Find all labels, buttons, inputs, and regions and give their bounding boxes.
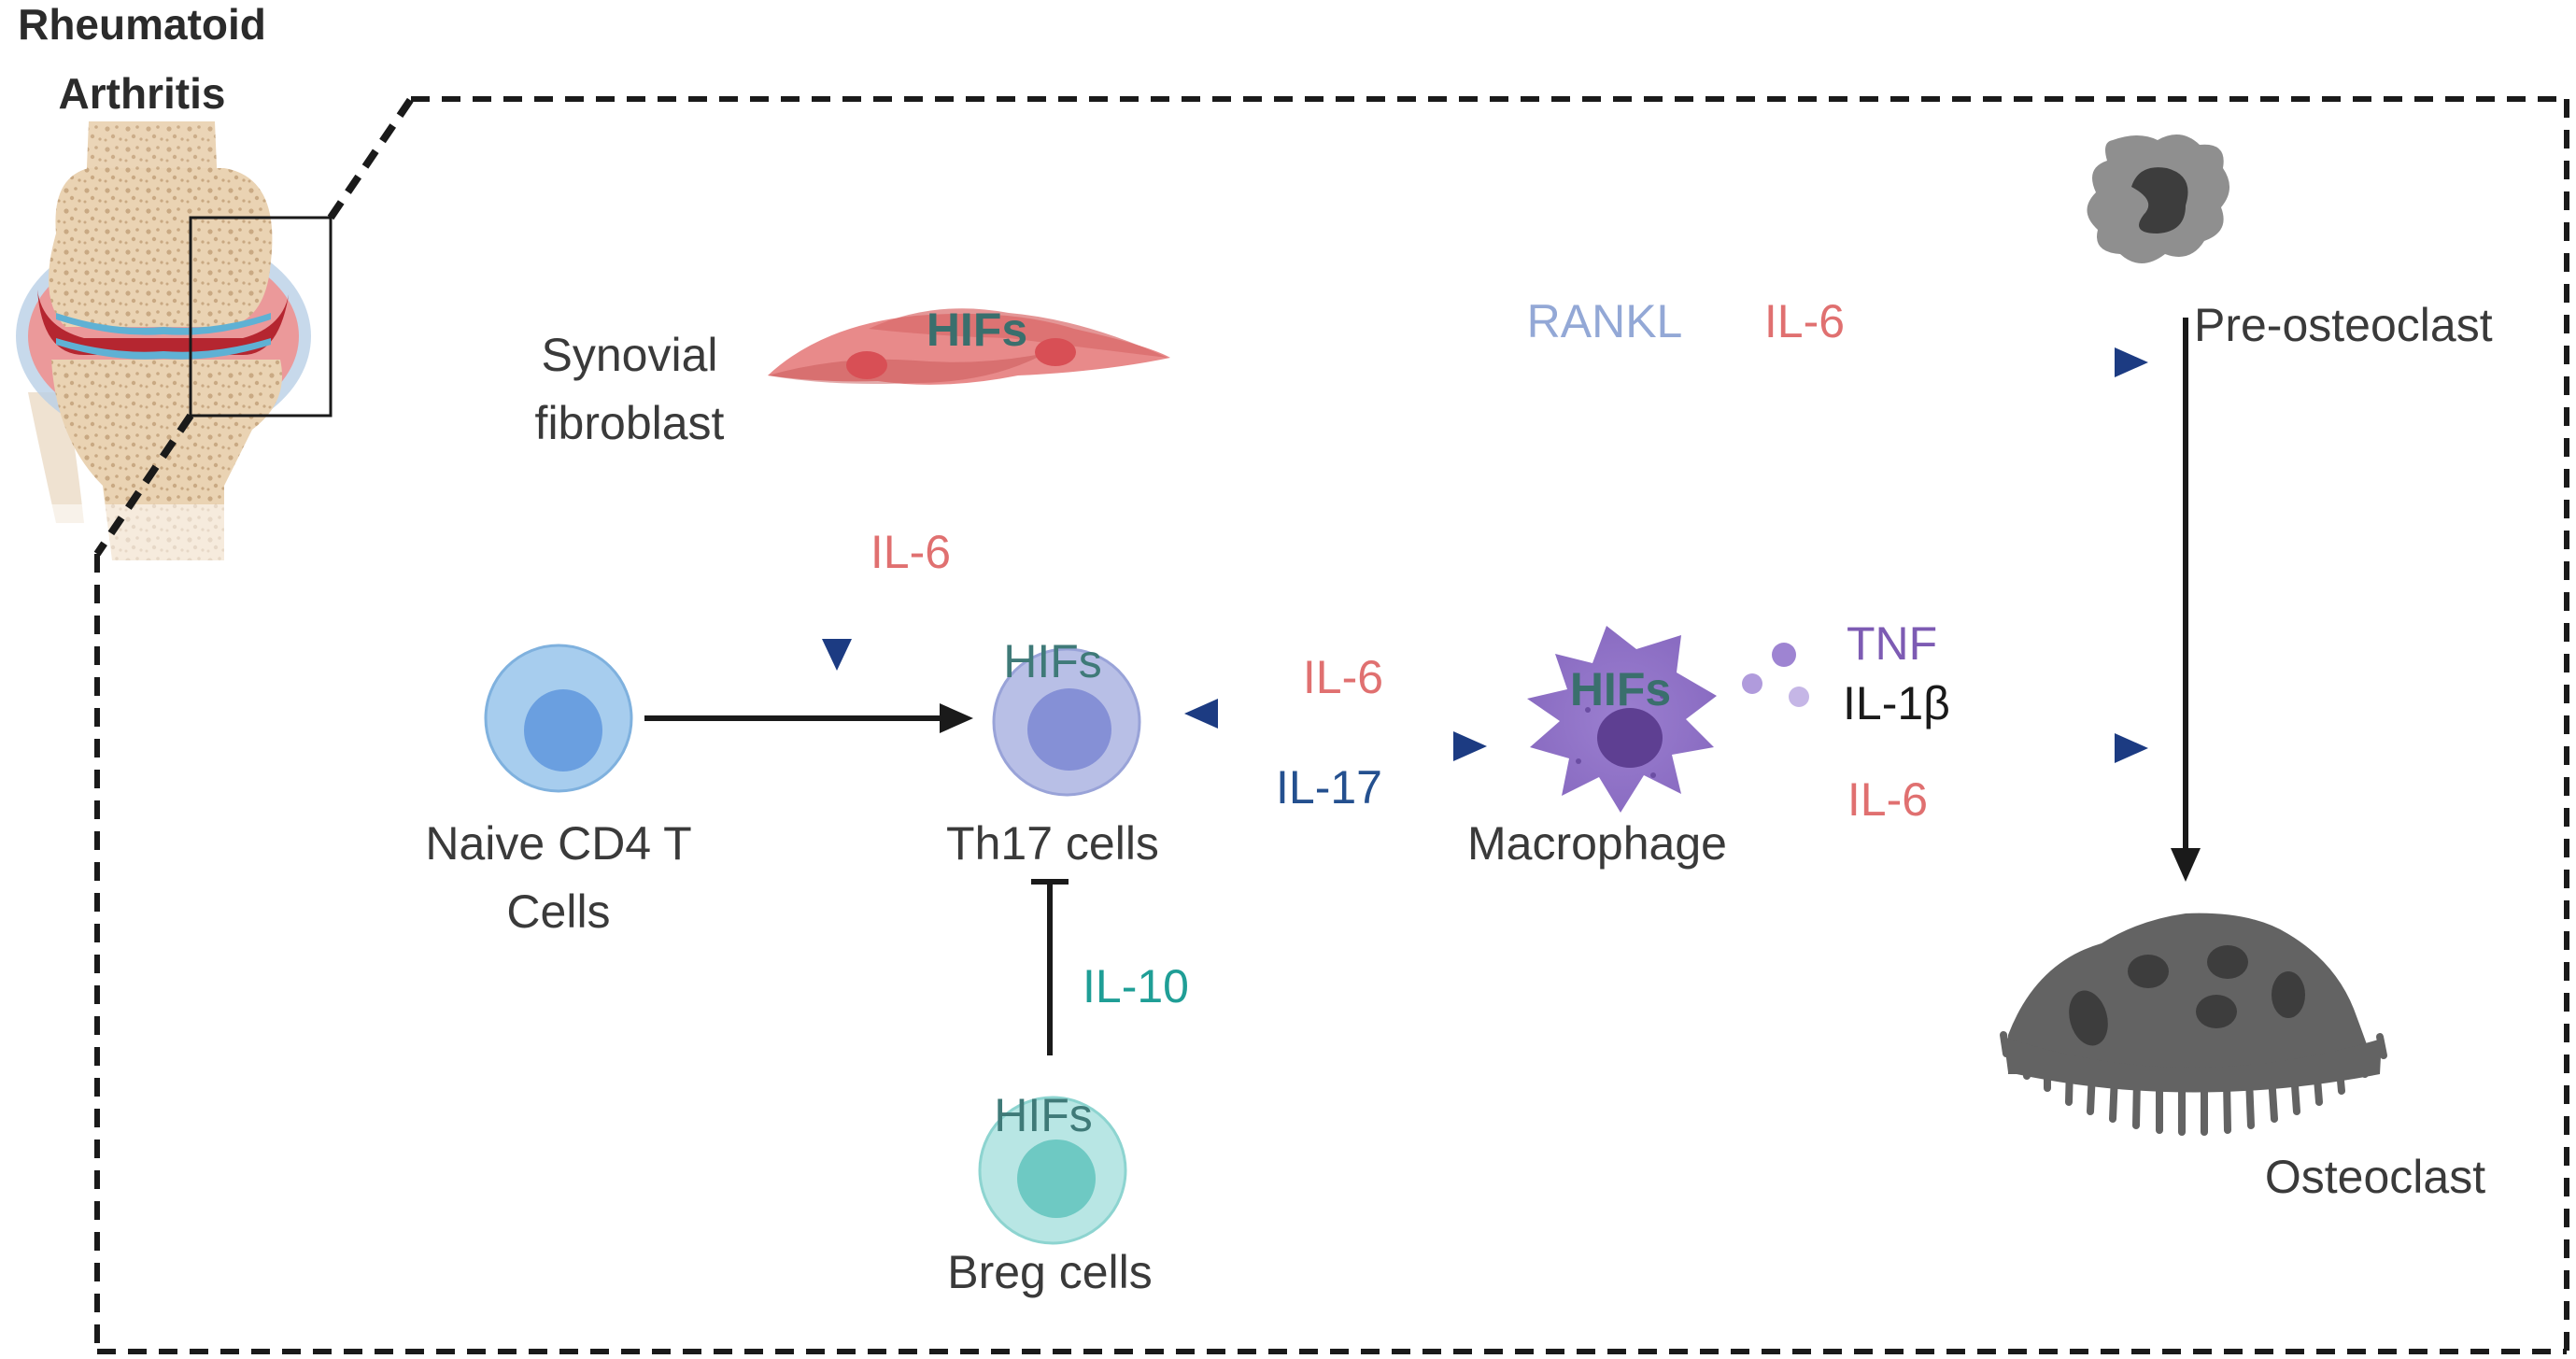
knee-joint-illustration [0, 121, 318, 579]
tnf-label: TNF [1847, 617, 1937, 670]
th17-label: Th17 cells [946, 817, 1159, 870]
il6-macrophage-label: IL-6 [1847, 773, 1928, 826]
naive-cd4-label-line-2: Cells [506, 885, 610, 938]
il6-top-label: IL-6 [1764, 295, 1845, 347]
zoom-inset-box [189, 216, 333, 418]
fibroblast-label-line-1: Synovial [542, 329, 718, 381]
zoom-connector-top [327, 96, 415, 220]
breg-label: Breg cells [947, 1246, 1153, 1298]
arrowhead-fibroblast-to-preosteoclast [2115, 347, 2148, 377]
pre-osteoclast-label: Pre-osteoclast [2194, 299, 2493, 351]
breg-hifs-label: HIFs [994, 1089, 1093, 1141]
title-line-1: Rheumatoid [18, 0, 266, 49]
macrophage-cell [1527, 626, 1717, 813]
macrophage-label: Macrophage [1467, 817, 1727, 870]
macrophage-hifs-label: HIFs [1570, 663, 1671, 715]
title-line-2: Arthritis [59, 69, 226, 118]
naive-cd4-label-line-1: Naive CD4 T [425, 817, 691, 870]
breg-cell [978, 1096, 1127, 1245]
naive-cd4-t-cell [484, 644, 633, 793]
il10-label: IL-10 [1083, 960, 1189, 1012]
arrowhead-macrophage-to-th17 [1184, 699, 1218, 729]
fibroblast-label-line-2: fibroblast [535, 397, 725, 449]
il17-label: IL-17 [1276, 761, 1382, 814]
arrowhead-naive-to-th17 [940, 703, 973, 733]
il6-fibroblast-down-label: IL-6 [870, 526, 951, 578]
fibroblast-hifs-label: HIFs [927, 304, 1027, 356]
pre-osteoclast-cell [2087, 134, 2230, 263]
secreted-cytokine-dots [1742, 643, 1809, 707]
arrowhead-fibroblast-down [822, 639, 852, 671]
zoom-connector-bottom [93, 413, 194, 557]
arrowhead-macrophage-to-osteoclast [2115, 733, 2148, 763]
th17-hifs-label: HIFs [1003, 635, 1102, 687]
osteoclast-cell [2000, 913, 2387, 1136]
il1b-label: IL-1β [1843, 677, 1950, 729]
fibroblast-nucleus-1 [846, 351, 887, 379]
rankl-label: RANKL [1527, 295, 1683, 347]
th17-cell [992, 647, 1141, 797]
arrowhead-preosteoclast-to-osteoclast [2171, 848, 2201, 882]
il6-to-th17-label: IL-6 [1303, 651, 1383, 703]
osteoclast-label: Osteoclast [2265, 1151, 2485, 1203]
arrowhead-th17-to-macrophage [1453, 731, 1487, 761]
dashed-frame [94, 96, 2569, 1354]
synovial-fibroblast-cell [768, 308, 1170, 385]
fibroblast-nucleus-2 [1035, 338, 1076, 366]
